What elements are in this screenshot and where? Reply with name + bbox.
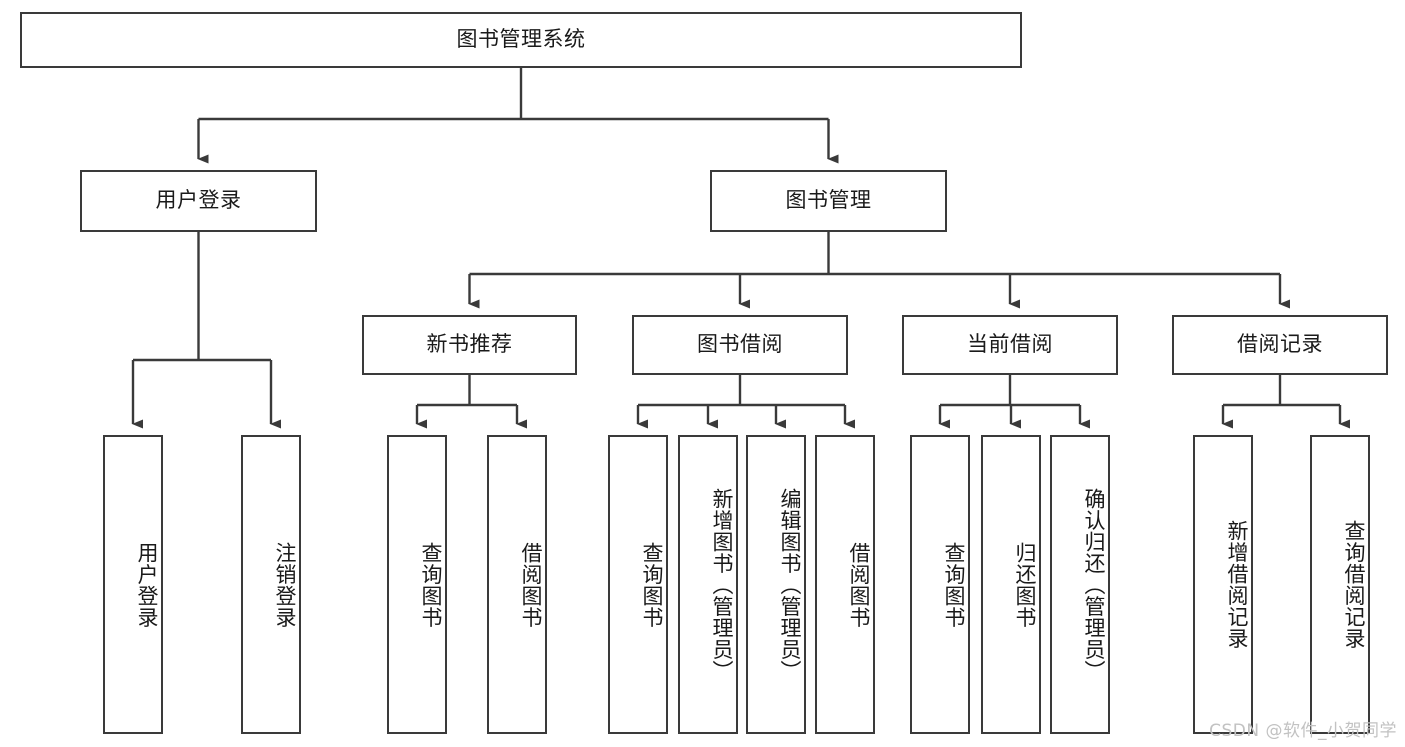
leaf-query-book-rec-label: 查询图书: [419, 541, 443, 628]
node-book-borrow[interactable]: 图书借阅: [632, 315, 848, 375]
node-root[interactable]: 图书管理系统: [20, 12, 1022, 68]
node-book-manage-label: 图书管理: [785, 188, 872, 213]
node-current-borrow[interactable]: 当前借阅: [902, 315, 1118, 375]
leaf-add-book-label: 新增图书（管理员）: [710, 487, 734, 682]
leaf-query-borrow-record[interactable]: 查询借阅记录: [1310, 435, 1370, 734]
leaf-user-logout-label: 注销登录: [273, 541, 297, 628]
leaf-return-book-label: 归还图书: [1013, 541, 1037, 628]
leaf-user-login-label: 用户登录: [135, 541, 159, 628]
node-new-book-recommend[interactable]: 新书推荐: [362, 315, 577, 375]
node-user-login[interactable]: 用户登录: [80, 170, 317, 232]
leaf-add-borrow-record[interactable]: 新增借阅记录: [1193, 435, 1253, 734]
node-book-manage[interactable]: 图书管理: [710, 170, 947, 232]
leaf-edit-book-label: 编辑图书（管理员）: [778, 487, 802, 682]
leaf-add-book[interactable]: 新增图书（管理员）: [678, 435, 738, 734]
leaf-borrow-book[interactable]: 借阅图书: [815, 435, 875, 734]
leaf-edit-book[interactable]: 编辑图书（管理员）: [746, 435, 806, 734]
leaf-user-logout[interactable]: 注销登录: [241, 435, 301, 734]
watermark: CSDN @软件_小贺同学: [1209, 721, 1397, 741]
leaf-confirm-return[interactable]: 确认归还（管理员）: [1050, 435, 1110, 734]
node-current-borrow-label: 当前借阅: [967, 332, 1053, 357]
leaf-query-book-cur-label: 查询图书: [942, 541, 966, 628]
leaf-confirm-return-label: 确认归还（管理员）: [1082, 487, 1106, 682]
leaf-borrow-book-label: 借阅图书: [847, 541, 871, 628]
leaf-user-login[interactable]: 用户登录: [103, 435, 163, 734]
connector-lines: [131, 68, 1350, 429]
node-borrow-record-label: 借阅记录: [1237, 332, 1323, 357]
node-user-login-label: 用户登录: [155, 188, 242, 213]
node-borrow-record[interactable]: 借阅记录: [1172, 315, 1388, 375]
leaf-borrow-book-rec[interactable]: 借阅图书: [487, 435, 547, 734]
leaf-borrow-book-rec-label: 借阅图书: [519, 541, 543, 628]
leaf-query-book-borrow[interactable]: 查询图书: [608, 435, 668, 734]
leaf-query-book-borrow-label: 查询图书: [640, 541, 664, 628]
leaf-add-borrow-record-label: 新增借阅记录: [1225, 520, 1249, 649]
leaf-query-book-rec[interactable]: 查询图书: [387, 435, 447, 734]
node-book-borrow-label: 图书借阅: [697, 332, 783, 357]
node-root-label: 图书管理系统: [456, 27, 586, 52]
leaf-return-book[interactable]: 归还图书: [981, 435, 1041, 734]
leaf-query-borrow-record-label: 查询借阅记录: [1342, 520, 1366, 649]
leaf-query-book-cur[interactable]: 查询图书: [910, 435, 970, 734]
node-new-book-recommend-label: 新书推荐: [426, 332, 513, 357]
